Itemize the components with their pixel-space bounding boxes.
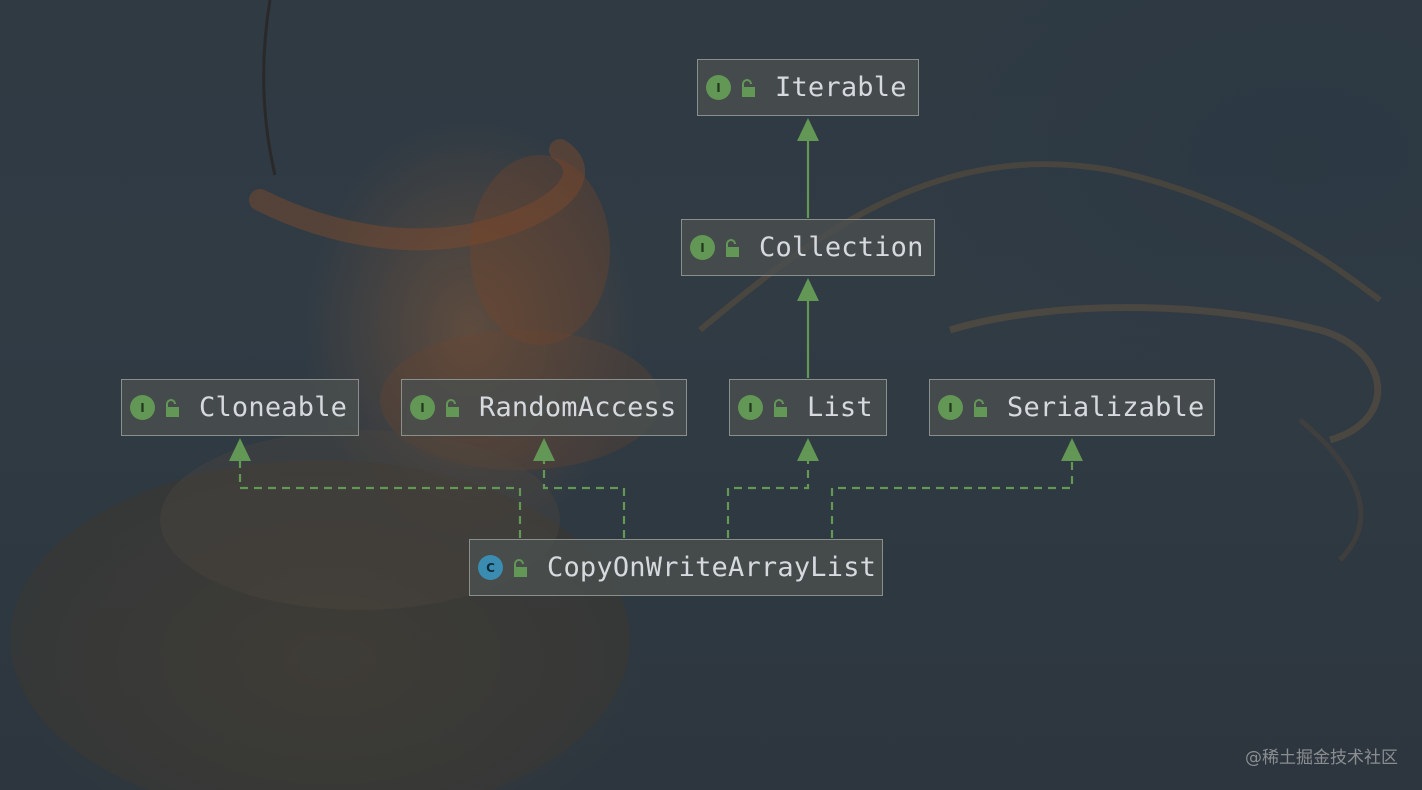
public-lock-icon [774,398,787,417]
public-lock-icon [974,398,987,417]
public-lock-icon [446,398,459,417]
node-label: Collection [759,232,924,263]
node-collection[interactable]: I Collection [681,219,935,276]
node-label: Cloneable [199,392,348,423]
interface-badge-icon: I [130,395,155,420]
node-label: RandomAccess [479,392,677,423]
public-lock-icon [742,78,755,97]
interface-badge-icon: I [690,235,715,260]
public-lock-icon [726,238,739,257]
watermark: @稀土掘金技术社区 [1245,748,1398,768]
arrowhead [797,438,819,461]
edge-copyonwritearraylist-to-serializable [830,438,1083,538]
edge-copyonwritearraylist-to-randomaccess [533,438,626,538]
arrowhead [1061,438,1083,461]
edge-copyonwritearraylist-to-list [726,438,819,538]
node-label: CopyOnWriteArrayList [547,552,877,583]
interface-badge-icon: I [410,395,435,420]
arrowhead [797,278,819,301]
node-label: Iterable [775,72,907,103]
public-lock-icon [166,398,179,417]
node-copyonwritearraylist[interactable]: C CopyOnWriteArrayList [469,539,883,596]
node-label: List [807,392,873,423]
edge-collection-to-iterable [797,118,819,218]
node-randomaccess[interactable]: I RandomAccess [401,379,687,436]
edge-copyonwritearraylist-to-cloneable [229,438,522,538]
node-list[interactable]: I List [729,379,887,436]
interface-badge-icon: I [738,395,763,420]
node-serializable[interactable]: I Serializable [929,379,1215,436]
public-lock-icon [514,558,527,577]
interface-badge-icon: I [938,395,963,420]
interface-badge-icon: I [706,75,731,100]
arrowhead [533,438,555,461]
class-badge-icon: C [478,555,503,580]
node-iterable[interactable]: I Iterable [697,59,919,116]
node-label: Serializable [1007,392,1205,423]
arrowhead [797,118,819,141]
arrowhead [229,438,251,461]
node-cloneable[interactable]: I Cloneable [121,379,359,436]
edge-list-to-collection [797,278,819,378]
